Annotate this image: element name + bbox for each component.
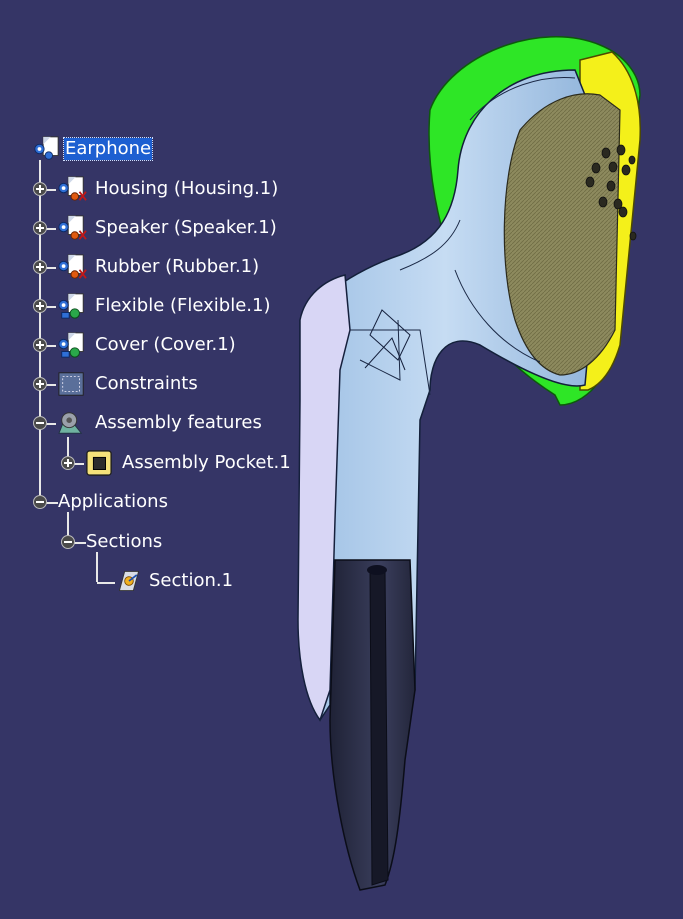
speaker-mesh[interactable] [503,93,621,376]
cable-core [369,569,389,886]
tree-node-speaker[interactable]: Speaker (Speaker.1) [54,215,277,240]
tree-node-cover[interactable]: Cover (Cover.1) [54,332,236,358]
tree-label: Applications [58,491,168,512]
flexible-part-icon [58,293,84,319]
tree-node-applications[interactable]: Applications [58,490,168,514]
flexible-part[interactable] [297,274,351,722]
tree-node-section-1[interactable]: Section.1 [115,569,233,593]
housing-contours [350,77,576,396]
tree-label: Cover (Cover.1) [95,334,236,355]
tree-label: Housing (Housing.1) [95,178,279,199]
product-icon [34,136,59,160]
section-plane-symbol [364,309,411,371]
assembly-features-icon [58,412,83,434]
tree-node-assembly-pocket[interactable]: Assembly Pocket.1 [84,450,291,476]
tree-label: Assembly Pocket.1 [122,452,291,473]
tree-node-assembly-features[interactable]: Assembly features [54,411,262,435]
tree-label: Constraints [95,373,198,394]
tree-node-earphone[interactable]: Earphone [28,136,154,161]
flexible-part-icon [58,332,84,358]
tree-label: Rubber (Rubber.1) [95,256,260,277]
part-icon [58,176,87,201]
cable-core-end [367,565,387,575]
tree-node-housing[interactable]: Housing (Housing.1) [54,176,279,201]
tree-node-rubber[interactable]: Rubber (Rubber.1) [54,254,260,279]
constraints-icon [58,372,84,396]
tree-node-constraints[interactable]: Constraints [54,372,198,396]
tree-label: Assembly features [95,412,262,433]
tree-label: Sections [86,531,163,552]
earphone-model[interactable] [297,36,641,891]
speaker-holes [585,144,637,241]
part-icon [58,215,87,240]
pocket-icon [86,450,112,476]
section-icon [118,571,140,591]
tree-label: Speaker (Speaker.1) [95,217,277,238]
tree-label: Section.1 [149,570,234,591]
part-icon [58,254,87,279]
tree-label: Flexible (Flexible.1) [95,295,271,316]
tree-node-flexible[interactable]: Flexible (Flexible.1) [54,293,271,319]
tree-label: Earphone [62,137,154,161]
tree-node-sections[interactable]: Sections [86,530,162,554]
